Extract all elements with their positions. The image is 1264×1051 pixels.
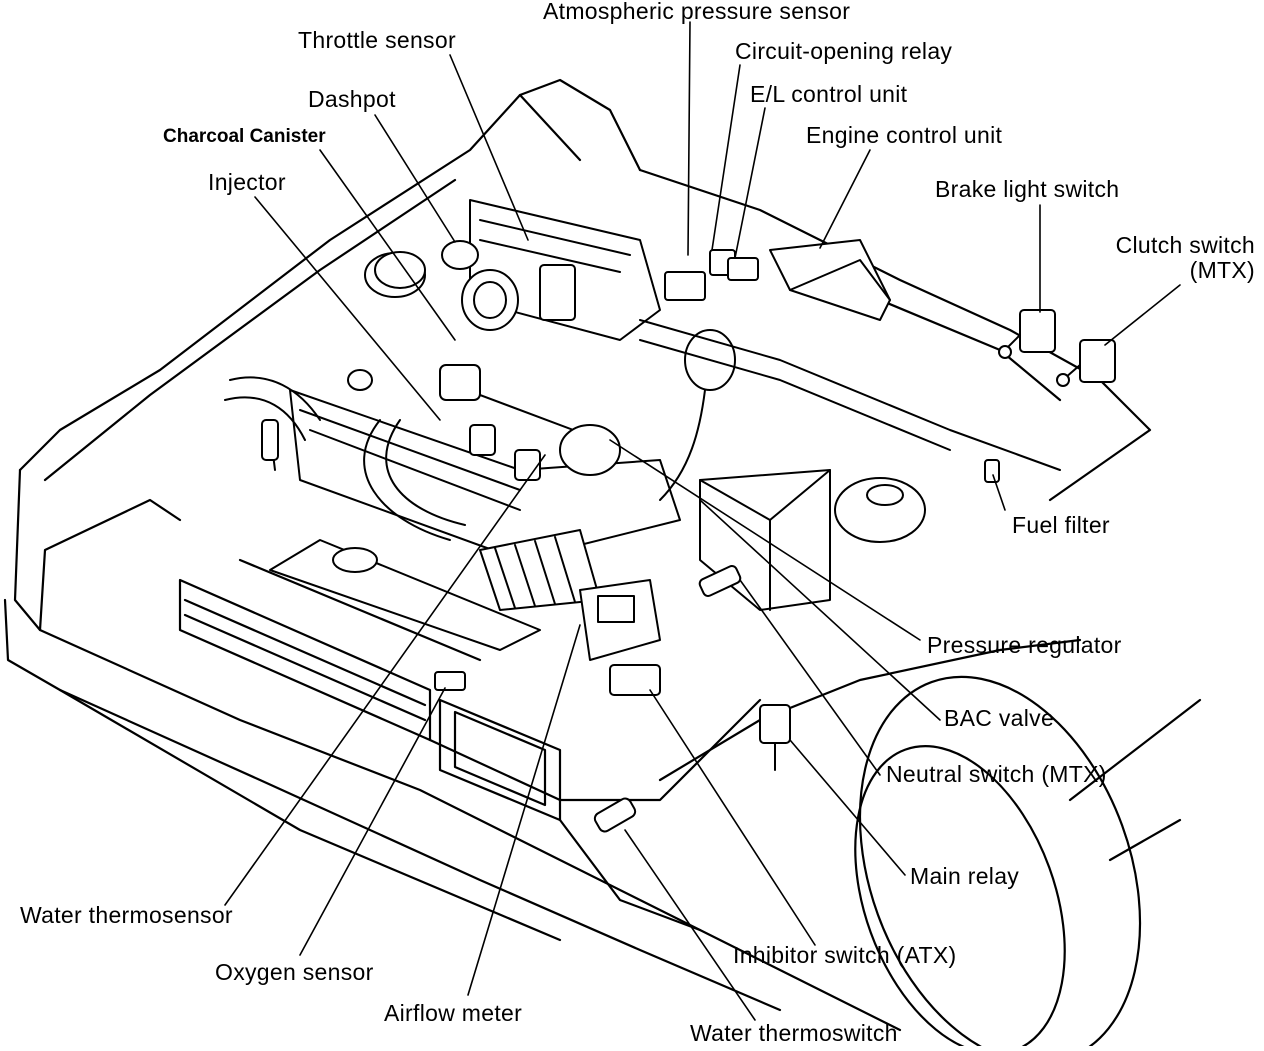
leader-charcoal-canister	[319, 149, 456, 341]
label-clutch-switch-line2: (MTX)	[1189, 257, 1255, 283]
label-throttle-sensor: Throttle sensor	[298, 27, 456, 53]
label-fuel-filter: Fuel filter	[1012, 512, 1110, 538]
leader-lines	[224, 21, 1181, 1021]
leader-atmospheric-pressure-sensor	[687, 21, 691, 256]
leader-injector	[254, 196, 441, 421]
label-dashpot: Dashpot	[308, 86, 396, 112]
label-main-relay: Main relay	[910, 863, 1020, 889]
label-airflow-meter: Airflow meter	[384, 1000, 523, 1026]
car-body-outline	[3, 78, 1202, 1051]
leader-dashpot	[374, 114, 456, 243]
leader-water-thermoswitch	[624, 829, 756, 1021]
label-water-thermoswitch: Water thermoswitch	[690, 1020, 898, 1046]
leader-throttle-sensor	[449, 54, 529, 241]
label-brake-light-switch: Brake light switch	[935, 176, 1120, 202]
label-el-control-unit: E/L control unit	[750, 81, 908, 107]
label-oxygen-sensor: Oxygen sensor	[215, 959, 374, 985]
leader-oxygen-sensor	[299, 687, 446, 956]
label-atmospheric-pressure-sensor: Atmospheric pressure sensor	[543, 0, 851, 24]
leader-engine-control-unit	[819, 149, 871, 249]
leader-el-control-unit	[734, 107, 766, 259]
leader-main-relay	[789, 739, 906, 876]
leader-circuit-opening-relay	[711, 64, 741, 251]
label-charcoal-canister: Charcoal Canister	[163, 126, 326, 147]
leader-inhibitor-switch	[649, 689, 816, 946]
leader-bac-valve	[699, 499, 941, 721]
leader-pressure-regulator	[609, 439, 921, 641]
leader-neutral-switch	[739, 579, 881, 776]
leader-water-thermosensor	[224, 454, 546, 906]
label-circuit-opening-relay: Circuit-opening relay	[735, 38, 953, 64]
leader-airflow-meter	[467, 624, 581, 996]
label-engine-control-unit: Engine control unit	[806, 122, 1003, 148]
label-clutch-switch-line1: Clutch switch	[1115, 232, 1255, 258]
leader-clutch-switch	[1104, 284, 1181, 346]
label-water-thermosensor: Water thermosensor	[20, 902, 233, 928]
label-neutral-switch: Neutral switch (MTX)	[886, 761, 1107, 787]
label-bac-valve: BAC valve	[944, 705, 1055, 731]
leader-fuel-filter	[992, 474, 1006, 511]
label-injector: Injector	[208, 169, 286, 195]
engine-assembly	[224, 199, 1116, 833]
label-inhibitor-switch: Inhibitor switch (ATX)	[733, 942, 957, 968]
label-pressure-regulator: Pressure regulator	[927, 632, 1122, 658]
